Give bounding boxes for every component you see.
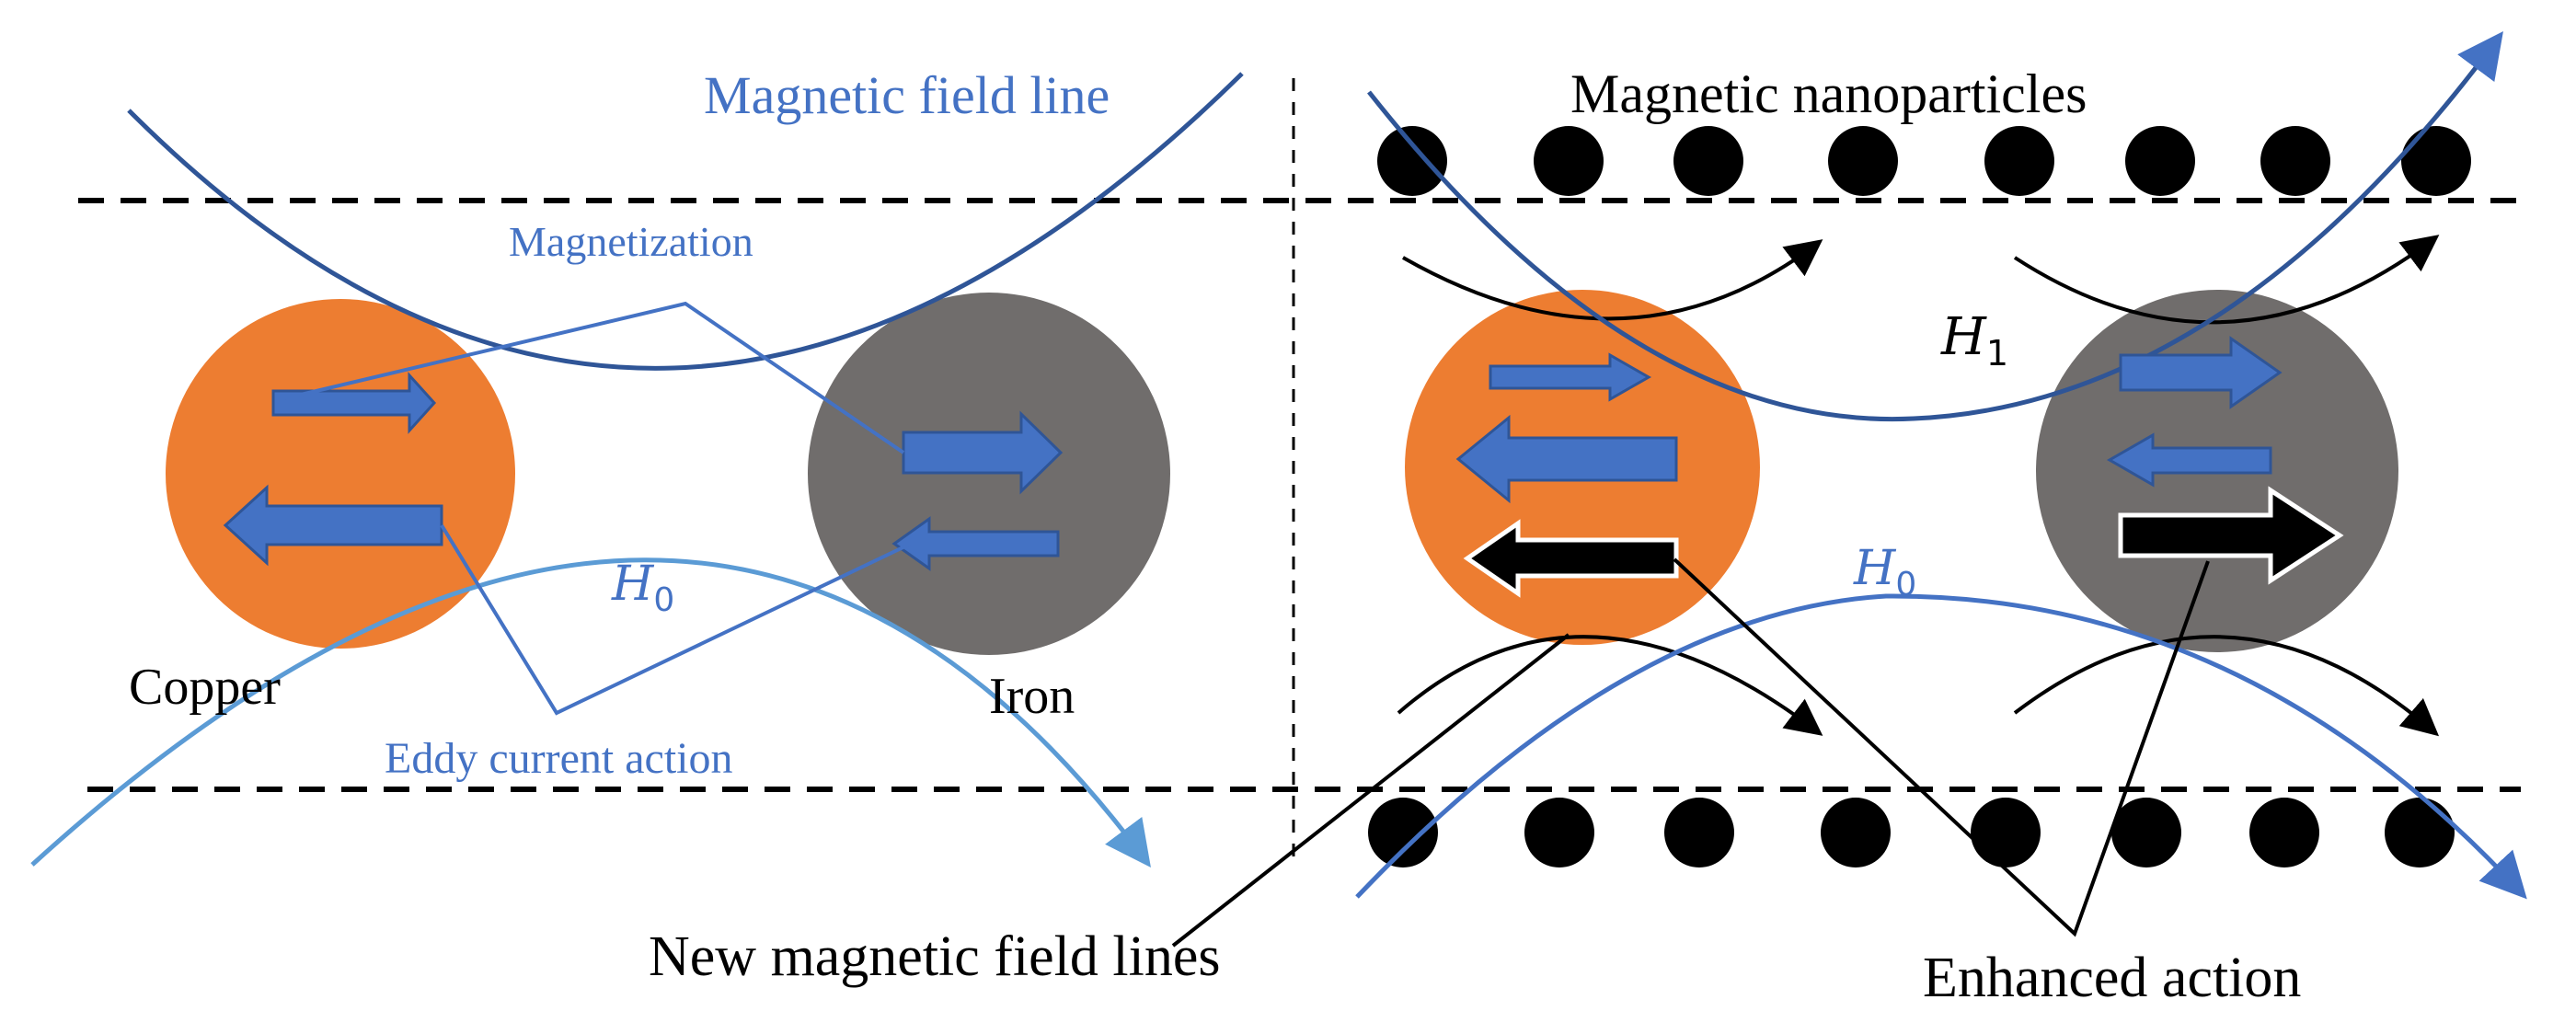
copper-enhanced-arrow-left — [1463, 519, 1679, 598]
h1-label: H1 — [1940, 307, 2008, 373]
copper-label: Copper — [129, 659, 281, 716]
nanoparticle — [1673, 126, 1743, 196]
h0-label: H0 — [1853, 541, 1916, 603]
h0-field-line-curve — [1355, 593, 2527, 900]
nanoparticle — [2249, 798, 2319, 867]
new-magnetic-field-lines-label: New magnetic field lines — [649, 925, 1221, 988]
h0-label: H0 — [611, 557, 674, 619]
nanoparticle — [1368, 798, 1438, 867]
copper-magnetization-arrow-left — [223, 484, 443, 567]
nanoparticle — [2111, 798, 2181, 867]
nanoparticle — [1534, 126, 1604, 196]
nanoparticle — [1377, 126, 1447, 196]
nanoparticle — [1828, 126, 1898, 196]
new-field-line-arrow — [1402, 239, 1823, 321]
h0-field-line-curve — [30, 557, 1151, 868]
nanoparticle — [2401, 126, 2471, 196]
nanoparticle — [1524, 798, 1594, 867]
iron-magnetization-arrow-right — [2119, 336, 2283, 409]
copper-particle — [166, 299, 515, 649]
new-field-lines-connector — [1171, 633, 1570, 948]
right-panel: Magnetic nanoparticles H1 H0 New magneti… — [649, 30, 2527, 1009]
nanoparticle — [1971, 798, 2041, 867]
nanoparticle — [1664, 798, 1734, 867]
nanoparticle — [1821, 798, 1891, 867]
nanoparticle-row-bottom — [1368, 798, 2455, 867]
enhanced-action-connector — [1673, 557, 2210, 937]
copper-magnetization-arrow-right — [271, 372, 437, 434]
copper-magnetization-arrow-left — [1455, 414, 1678, 504]
eddy-current-label: Eddy current action — [385, 734, 733, 783]
enhanced-action-label: Enhanced action — [1923, 947, 2301, 1009]
magnetization-connector — [284, 301, 905, 454]
nanoparticle — [1984, 126, 2054, 196]
iron-label: Iron — [989, 668, 1075, 725]
iron-magnetization-arrow-left — [891, 516, 1060, 571]
new-field-line-arrow — [1397, 635, 1823, 736]
iron-magnetization-arrow-right — [902, 410, 1064, 495]
h1-field-line-curve — [1367, 30, 2503, 422]
magnetization-label: Magnetization — [509, 218, 753, 265]
eddy-current-connector — [440, 523, 912, 716]
magnetic-field-line-curve — [127, 72, 1244, 371]
magnetic-field-line-label: Magnetic field line — [704, 65, 1110, 125]
nanoparticle — [2385, 798, 2455, 867]
nanoparticle — [2260, 126, 2330, 196]
left-panel: Magnetic field line Magnetization H0 Cop… — [30, 65, 1244, 868]
copper-magnetization-arrow-right — [1489, 352, 1652, 402]
iron-enhanced-arrow-right — [2118, 486, 2344, 585]
nanoparticle — [2125, 126, 2195, 196]
new-field-line-arrow — [2013, 635, 2440, 737]
nanoparticle-row-top — [1377, 126, 2471, 196]
new-field-line-arrow — [2013, 235, 2440, 325]
iron-magnetization-arrow-left — [2106, 432, 2272, 488]
magnetic-nanoparticles-label: Magnetic nanoparticles — [1570, 63, 2087, 124]
nanoparticles-label-backing — [1564, 60, 2190, 117]
